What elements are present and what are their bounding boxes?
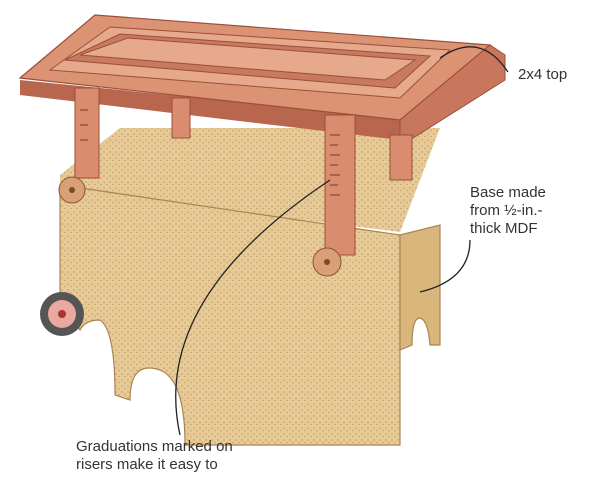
top-underside bbox=[20, 80, 400, 140]
label-base-line: from ½-in.- bbox=[470, 202, 543, 219]
label-2x4-top: 2x4 top bbox=[518, 66, 568, 83]
knob-icon bbox=[58, 176, 342, 277]
label-graduations-line: risers make it easy to bbox=[76, 456, 218, 473]
graduation-marks bbox=[80, 109, 340, 196]
base-side-face bbox=[399, 224, 441, 351]
label-base: Base made from ½-in.- thick MDF bbox=[470, 184, 546, 238]
label-graduations-line: Graduations marked on bbox=[76, 438, 233, 455]
wheel-icon bbox=[40, 292, 84, 336]
label-base-line: thick MDF bbox=[470, 220, 538, 237]
label-graduations: Graduations marked on risers make it eas… bbox=[76, 438, 233, 474]
base-front-face bbox=[59, 184, 401, 446]
label-base-line: Base made bbox=[470, 184, 546, 201]
leader-lines bbox=[175, 46, 509, 436]
top-slats bbox=[48, 26, 452, 99]
riser-legs bbox=[74, 87, 413, 256]
